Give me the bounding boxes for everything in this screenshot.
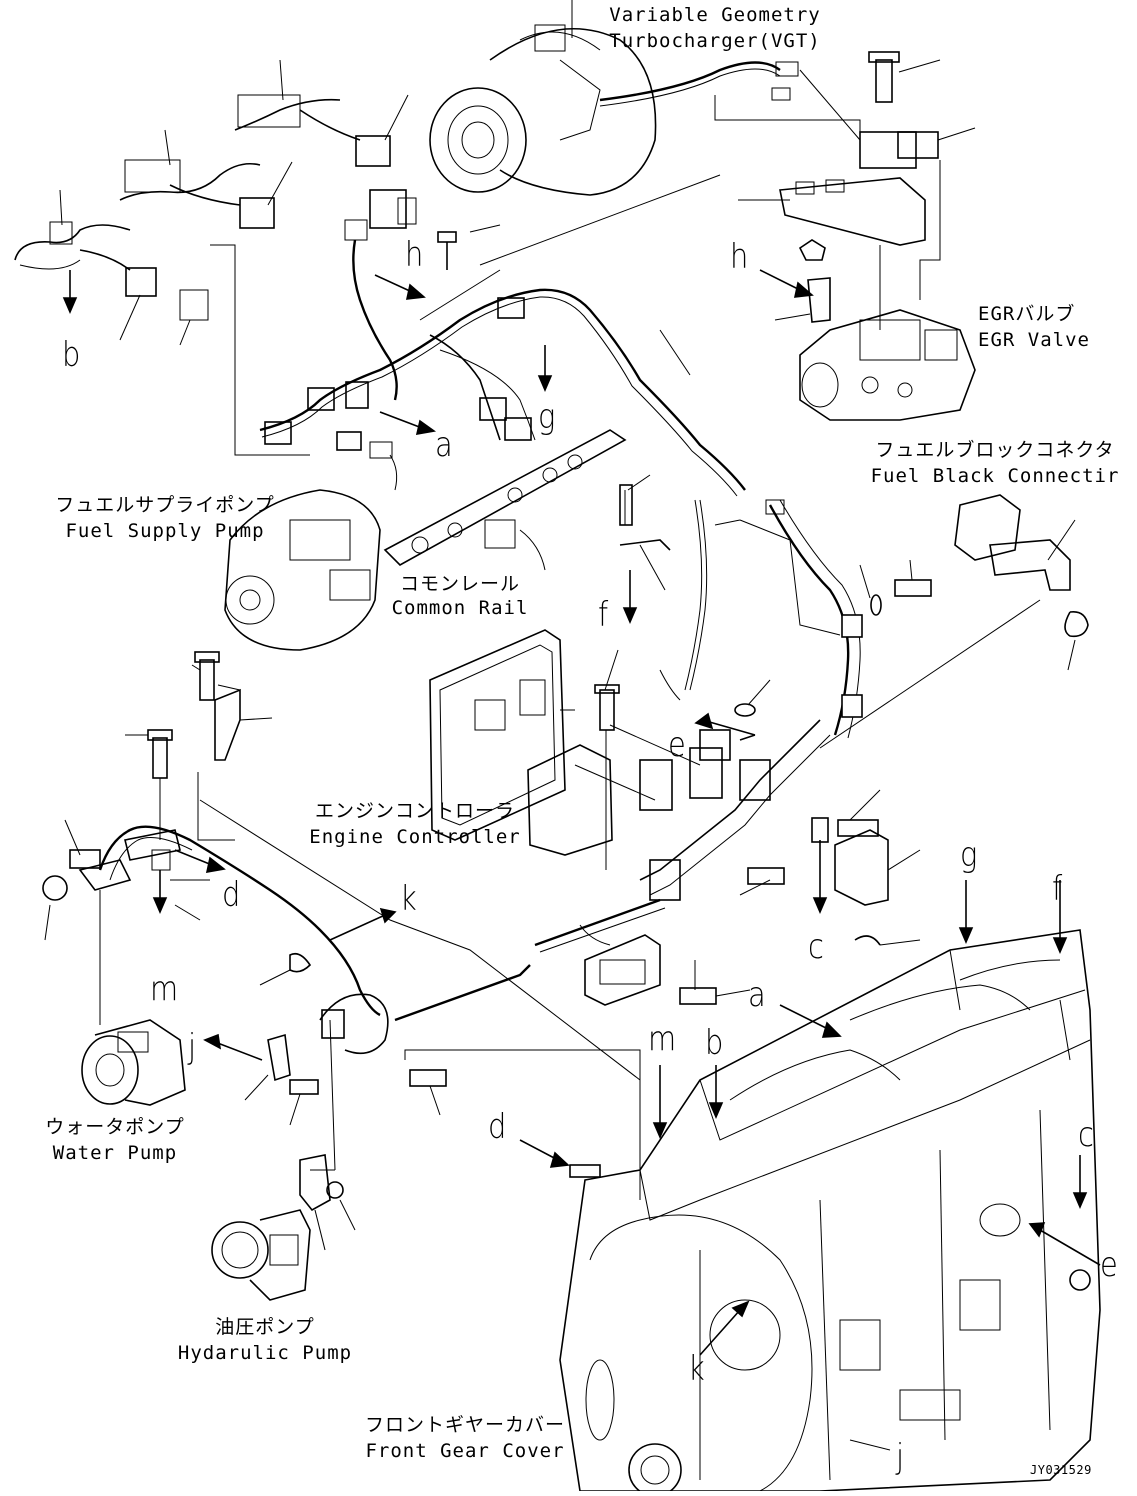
common-rail-label-jp: コモンレール <box>399 573 520 595</box>
ref-letter-e-upper: e <box>668 725 686 765</box>
fuel-block-connector-label-jp: フュエルブロックコネクタ <box>875 439 1115 461</box>
common-rail-drawing <box>369 429 627 571</box>
lower-left-harness-drawing <box>42 651 641 1200</box>
ref-letter-m-left: m <box>150 969 179 1009</box>
water-pump-label-en: Water Pump <box>52 1142 178 1164</box>
ref-letter-a-upper: a <box>435 425 453 465</box>
common-rail-label-en: Common Rail <box>391 597 529 619</box>
front-gear-cover-label-en: Front Gear Cover <box>365 1440 565 1462</box>
ref-letter-d-upper: d <box>222 875 241 915</box>
ref-letter-f-lower: f <box>1052 869 1063 909</box>
egr-valve-drawing <box>738 51 976 421</box>
fuel-supply-pump-label-jp: フュエルサプライポンプ <box>55 494 275 516</box>
engine-controller-drawing <box>429 629 701 856</box>
ref-letter-m-right: m <box>648 1019 677 1059</box>
ref-letter-j-lower: j <box>896 1437 905 1477</box>
ref-letter-a-lower: a <box>748 975 766 1015</box>
hydraulic-pump-drawing <box>211 1154 356 1301</box>
engine-controller-label-jp: エンジンコントローラ <box>314 800 515 822</box>
fuel-block-connector-label-en: Fuel Black Connectir <box>870 465 1120 487</box>
water-pump-label-jp: ウォータポンプ <box>45 1116 185 1138</box>
egr-valve-label-jp: EGRバルブ <box>978 303 1076 325</box>
center-harness-drawing <box>534 474 921 1006</box>
engine-controller-label-en: Engine Controller <box>309 826 521 848</box>
ref-letter-d-lower: d <box>488 1107 507 1147</box>
ref-letter-h-right: h <box>730 237 749 277</box>
ref-letter-j-left: j <box>188 1027 197 1067</box>
main-harness-drawing <box>259 174 814 497</box>
water-pump-drawing <box>81 1019 186 1106</box>
fuel-supply-pump-label-en: Fuel Supply Pump <box>65 520 265 542</box>
figure-id: JY031529 <box>1030 1463 1092 1477</box>
ref-letter-g-lower: g <box>960 835 978 875</box>
ref-letter-b-upper: b <box>62 335 81 375</box>
vgt-label-line2: Turbocharger(VGT) <box>609 30 821 52</box>
hydraulic-pump-label-en: Hydarulic Pump <box>177 1342 353 1364</box>
ref-letter-g-upper: g <box>538 397 556 437</box>
fuel-supply-pump-drawing <box>224 489 381 651</box>
vgt-label-line1: Variable Geometry <box>609 4 821 26</box>
fuel-block-connector-drawing <box>739 494 1089 749</box>
engine-block-drawing <box>519 880 1101 1496</box>
ref-letter-b-lower: b <box>705 1023 724 1063</box>
sensor-harness-drawing <box>14 59 409 456</box>
ref-letter-c-upper: c <box>808 927 824 967</box>
ref-letter-k-lower: k <box>688 1349 705 1389</box>
vgt-turbocharger-drawing <box>429 0 861 196</box>
ref-letter-e-lower: e <box>1100 1245 1118 1285</box>
ref-letter-h-left: h <box>405 235 424 275</box>
hydraulic-pump-label-jp: 油圧ポンプ <box>215 1316 315 1338</box>
ref-letter-f-upper: f <box>598 595 609 635</box>
ref-letter-c-lower: c <box>1078 1115 1094 1155</box>
ref-letter-k-upper: k <box>400 879 417 919</box>
front-gear-cover-label-jp: フロントギヤーカバー <box>364 1414 565 1436</box>
egr-valve-label-en: EGR Valve <box>978 329 1090 351</box>
